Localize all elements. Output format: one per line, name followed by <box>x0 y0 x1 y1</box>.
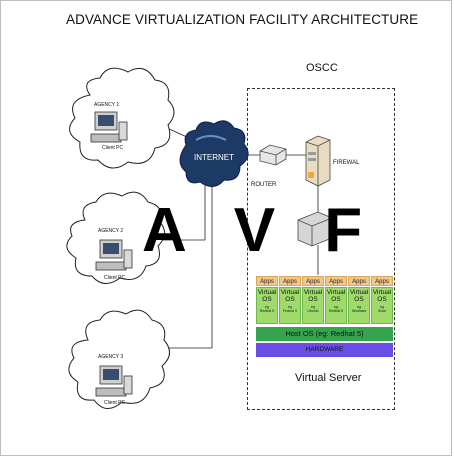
agency-3-label: AGENCY 3 <box>98 354 124 360</box>
host-os-bar: Host OS (eg: Redhat 5) <box>256 327 393 341</box>
router-label: ROUTER <box>251 182 277 188</box>
virtual-os-name: Ubuntu <box>307 309 319 313</box>
virtual-os-label: Virtual OS <box>257 289 277 303</box>
client-pc-icon <box>95 365 133 397</box>
virtual-os-eg: eg <box>265 305 269 309</box>
agency-3-client-label: Client PC <box>104 400 126 406</box>
virtual-os-eg: eg <box>288 305 292 309</box>
hardware-bar: HARDWARE <box>256 343 393 357</box>
firewall-icon <box>305 135 331 187</box>
virtual-os-eg: eg <box>334 305 338 309</box>
app-box: Apps <box>325 276 347 286</box>
virtual-os-row: Virtual OS eg Redhat 5 Virtual OS eg Fed… <box>256 287 393 324</box>
virtual-os-label: Virtual OS <box>280 289 300 303</box>
virtual-os-label: Virtual OS <box>303 289 323 303</box>
virtual-os-box: Virtual OS eg Suse <box>371 287 393 324</box>
virtual-os-box: Virtual OS eg Windows <box>348 287 370 324</box>
app-box: Apps <box>279 276 301 286</box>
agency-2-label: AGENCY 2 <box>98 228 124 234</box>
oscc-boundary <box>247 88 395 410</box>
app-box: Apps <box>302 276 324 286</box>
virtual-os-name: Windows <box>351 309 367 313</box>
agency-1-cloud <box>69 67 175 169</box>
virtual-os-box: Virtual OS eg Ubuntu <box>302 287 324 324</box>
virtual-os-label: Virtual OS <box>326 289 346 303</box>
virtual-os-name: Redhat 5 <box>259 309 275 313</box>
virtual-os-box: Virtual OS eg Fedora 9 <box>279 287 301 324</box>
agency-3-cloud <box>68 309 170 409</box>
oscc-label: OSCC <box>306 62 338 74</box>
virtual-os-name: Fedora 9 <box>282 309 297 313</box>
virtual-os-box: Virtual OS eg Redhat 5 <box>325 287 347 324</box>
client-pc-icon <box>90 111 128 143</box>
virtual-os-name: Redhat 5 <box>328 309 344 313</box>
server-icon <box>297 211 333 247</box>
virtual-server-label: Virtual Server <box>295 372 362 384</box>
router-icon <box>259 144 287 166</box>
app-box: Apps <box>371 276 393 286</box>
virtual-os-label: Virtual OS <box>372 289 392 303</box>
client-pc-icon <box>95 239 133 271</box>
firewall-label: FIREWAL <box>333 160 360 166</box>
agency-2-client-label: Client PC <box>104 275 126 281</box>
agency-1-client-label: Client PC <box>102 145 124 151</box>
agency-2-cloud <box>66 191 165 284</box>
virtual-os-eg: eg <box>380 305 384 309</box>
internet-cloud-icon: INTERNET <box>179 120 249 187</box>
agency-1-label: AGENCY 1 <box>94 102 120 108</box>
avf-overlay-letters: A V F <box>142 196 379 265</box>
virtual-os-box: Virtual OS eg Redhat 5 <box>256 287 278 324</box>
internet-label: INTERNET <box>194 153 234 162</box>
diagram-title: ADVANCE VIRTUALIZATION FACILITY ARCHITEC… <box>66 12 419 27</box>
app-box: Apps <box>256 276 278 286</box>
apps-row: Apps Apps Apps Apps Apps Apps <box>256 276 393 286</box>
app-box: Apps <box>348 276 370 286</box>
virtual-os-label: Virtual OS <box>349 289 369 303</box>
virtual-os-eg: eg <box>357 305 361 309</box>
virtual-os-name: Suse <box>378 309 386 313</box>
virtual-os-eg: eg <box>311 305 315 309</box>
